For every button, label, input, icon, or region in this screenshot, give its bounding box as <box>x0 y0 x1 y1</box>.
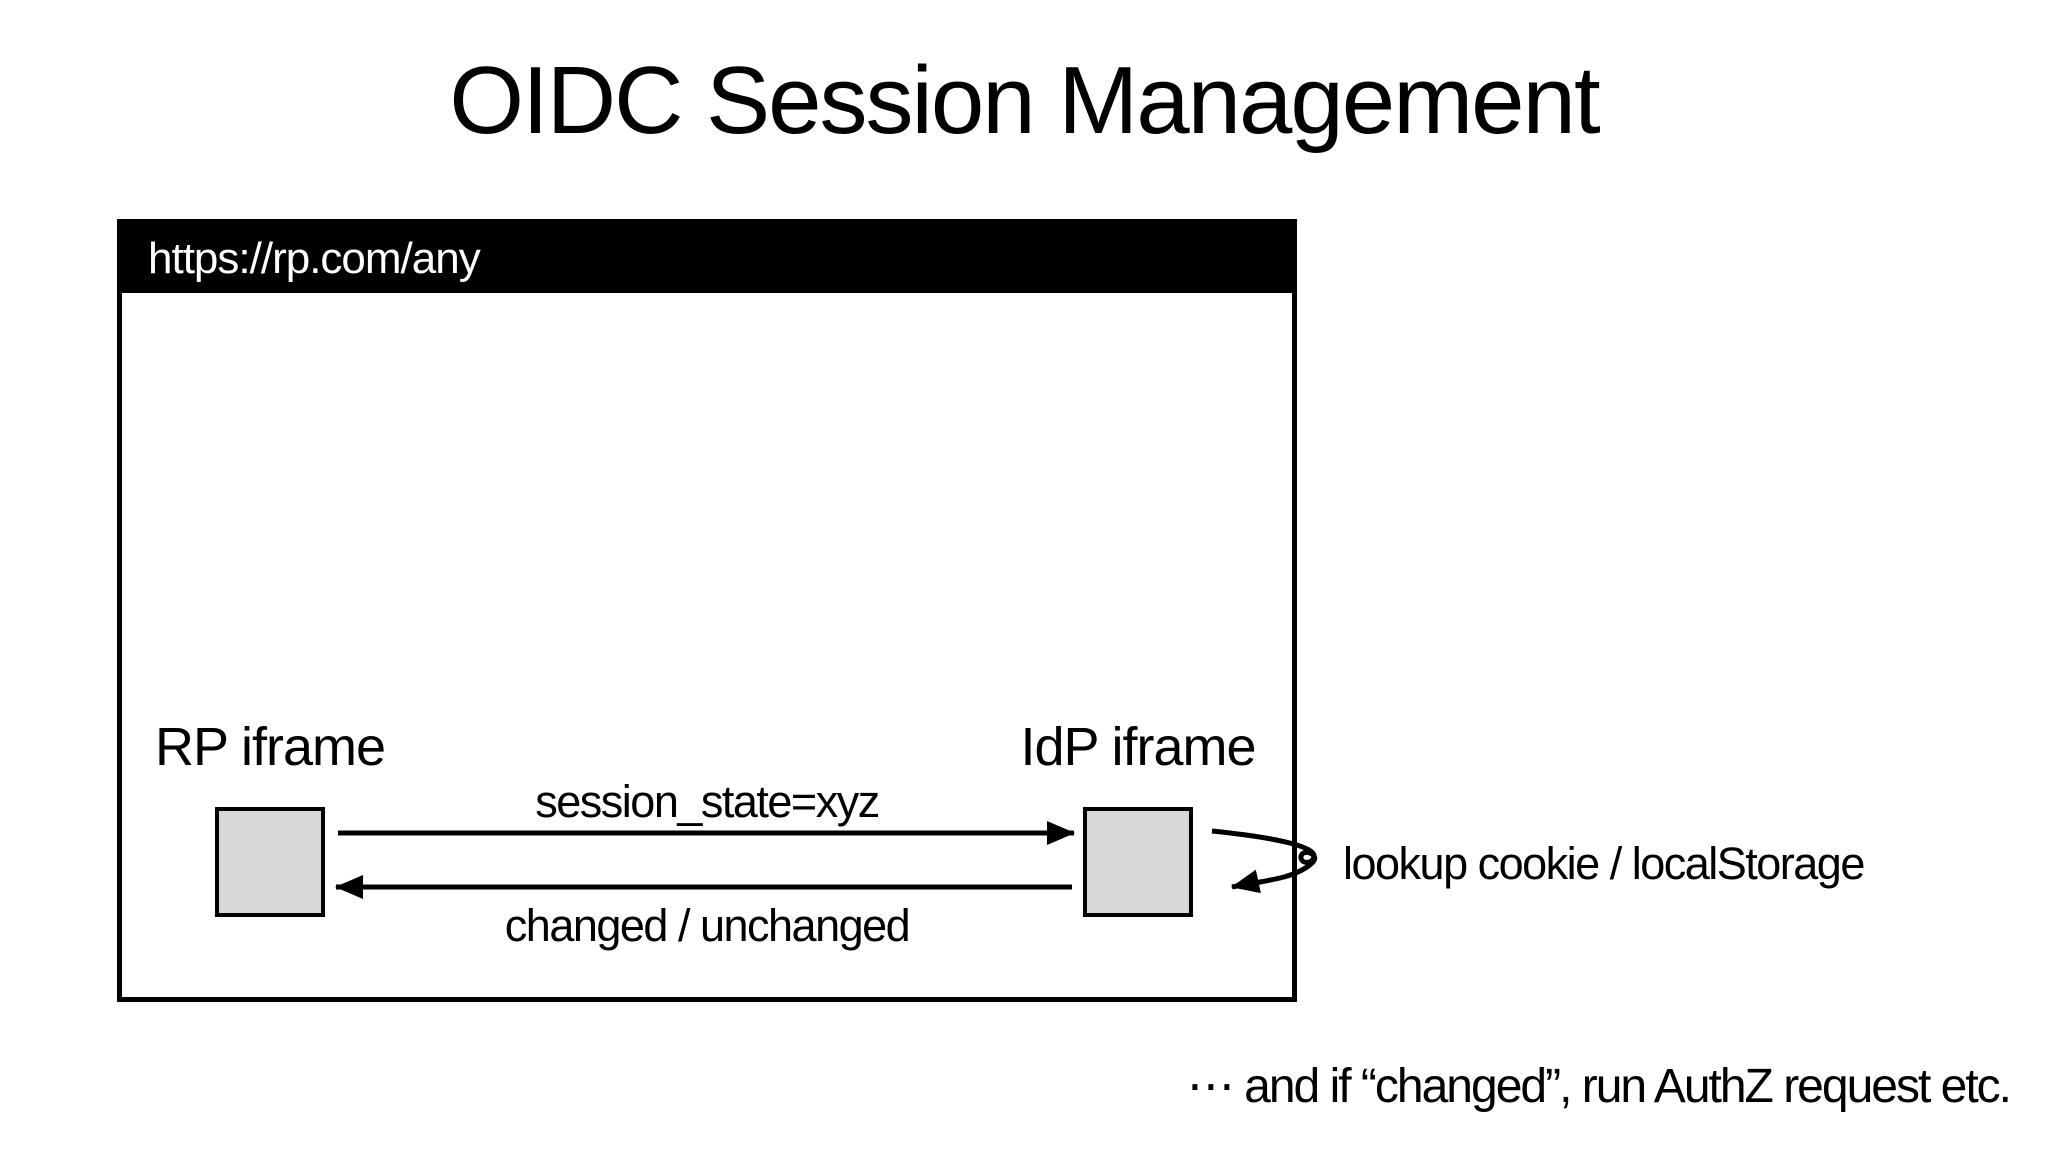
request-arrow-label: session_state=xyz <box>535 776 880 827</box>
lookup-note: lookup cookie / localStorage <box>1343 838 1865 889</box>
rp-iframe-box <box>215 807 325 917</box>
rp-iframe-label: RP iframe <box>154 717 386 777</box>
browser-titlebar: https://rp.com/any <box>122 224 1292 293</box>
browser-url: https://rp.com/any <box>148 233 481 283</box>
idp-iframe-label: IdP iframe <box>1020 717 1256 777</box>
page-title: OIDC Session Management <box>449 47 1600 154</box>
footer-note: ⋯ and if “changed”, run AuthZ request et… <box>1186 1060 2012 1113</box>
idp-iframe-box <box>1083 807 1193 917</box>
response-arrow-label: changed / unchanged <box>504 900 911 951</box>
